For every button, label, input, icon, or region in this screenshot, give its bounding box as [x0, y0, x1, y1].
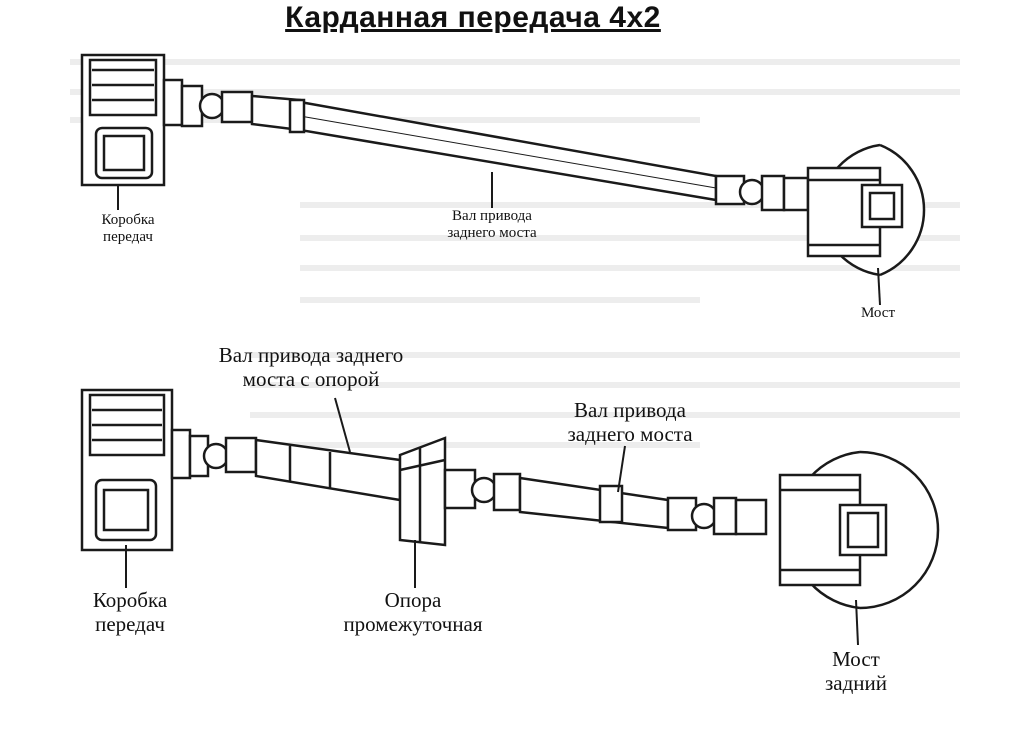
- bottom-axle-label: Мост задний: [824, 647, 887, 696]
- top-rear-yoke: [714, 174, 810, 212]
- bottom-shaft-label: Вал привода заднего моста: [567, 398, 693, 447]
- bottom-gearbox-label: Коробка передач: [92, 588, 168, 637]
- top-axle-label: Мост: [860, 305, 896, 321]
- page-title: Карданная передача 4х2: [285, 1, 661, 34]
- top-front-yoke: [180, 84, 254, 128]
- top-axle: [806, 143, 926, 277]
- bottom-front-shaft: [254, 438, 402, 502]
- top-shaft: [250, 94, 718, 202]
- top-gearbox-label: Коробка передач: [101, 212, 155, 246]
- bottom-leader-lines: [125, 397, 859, 646]
- top-leader-lines: [117, 172, 881, 306]
- bottom-front-yoke: [188, 434, 258, 478]
- bottom-axle: [778, 450, 940, 610]
- bottom-support: [398, 436, 447, 547]
- top-gearbox: [80, 53, 184, 187]
- bottom-rear-yoke: [666, 496, 768, 536]
- support-label: Опора промежуточная: [343, 588, 483, 637]
- bottom-gearbox: [80, 388, 192, 552]
- shaft-with-support-label: Вал привода заднего моста с опорой: [218, 343, 404, 392]
- top-shaft-label: Вал привода заднего моста: [447, 208, 537, 242]
- bottom-rear-shaft: [518, 476, 670, 530]
- bottom-middle-yoke: [443, 468, 522, 512]
